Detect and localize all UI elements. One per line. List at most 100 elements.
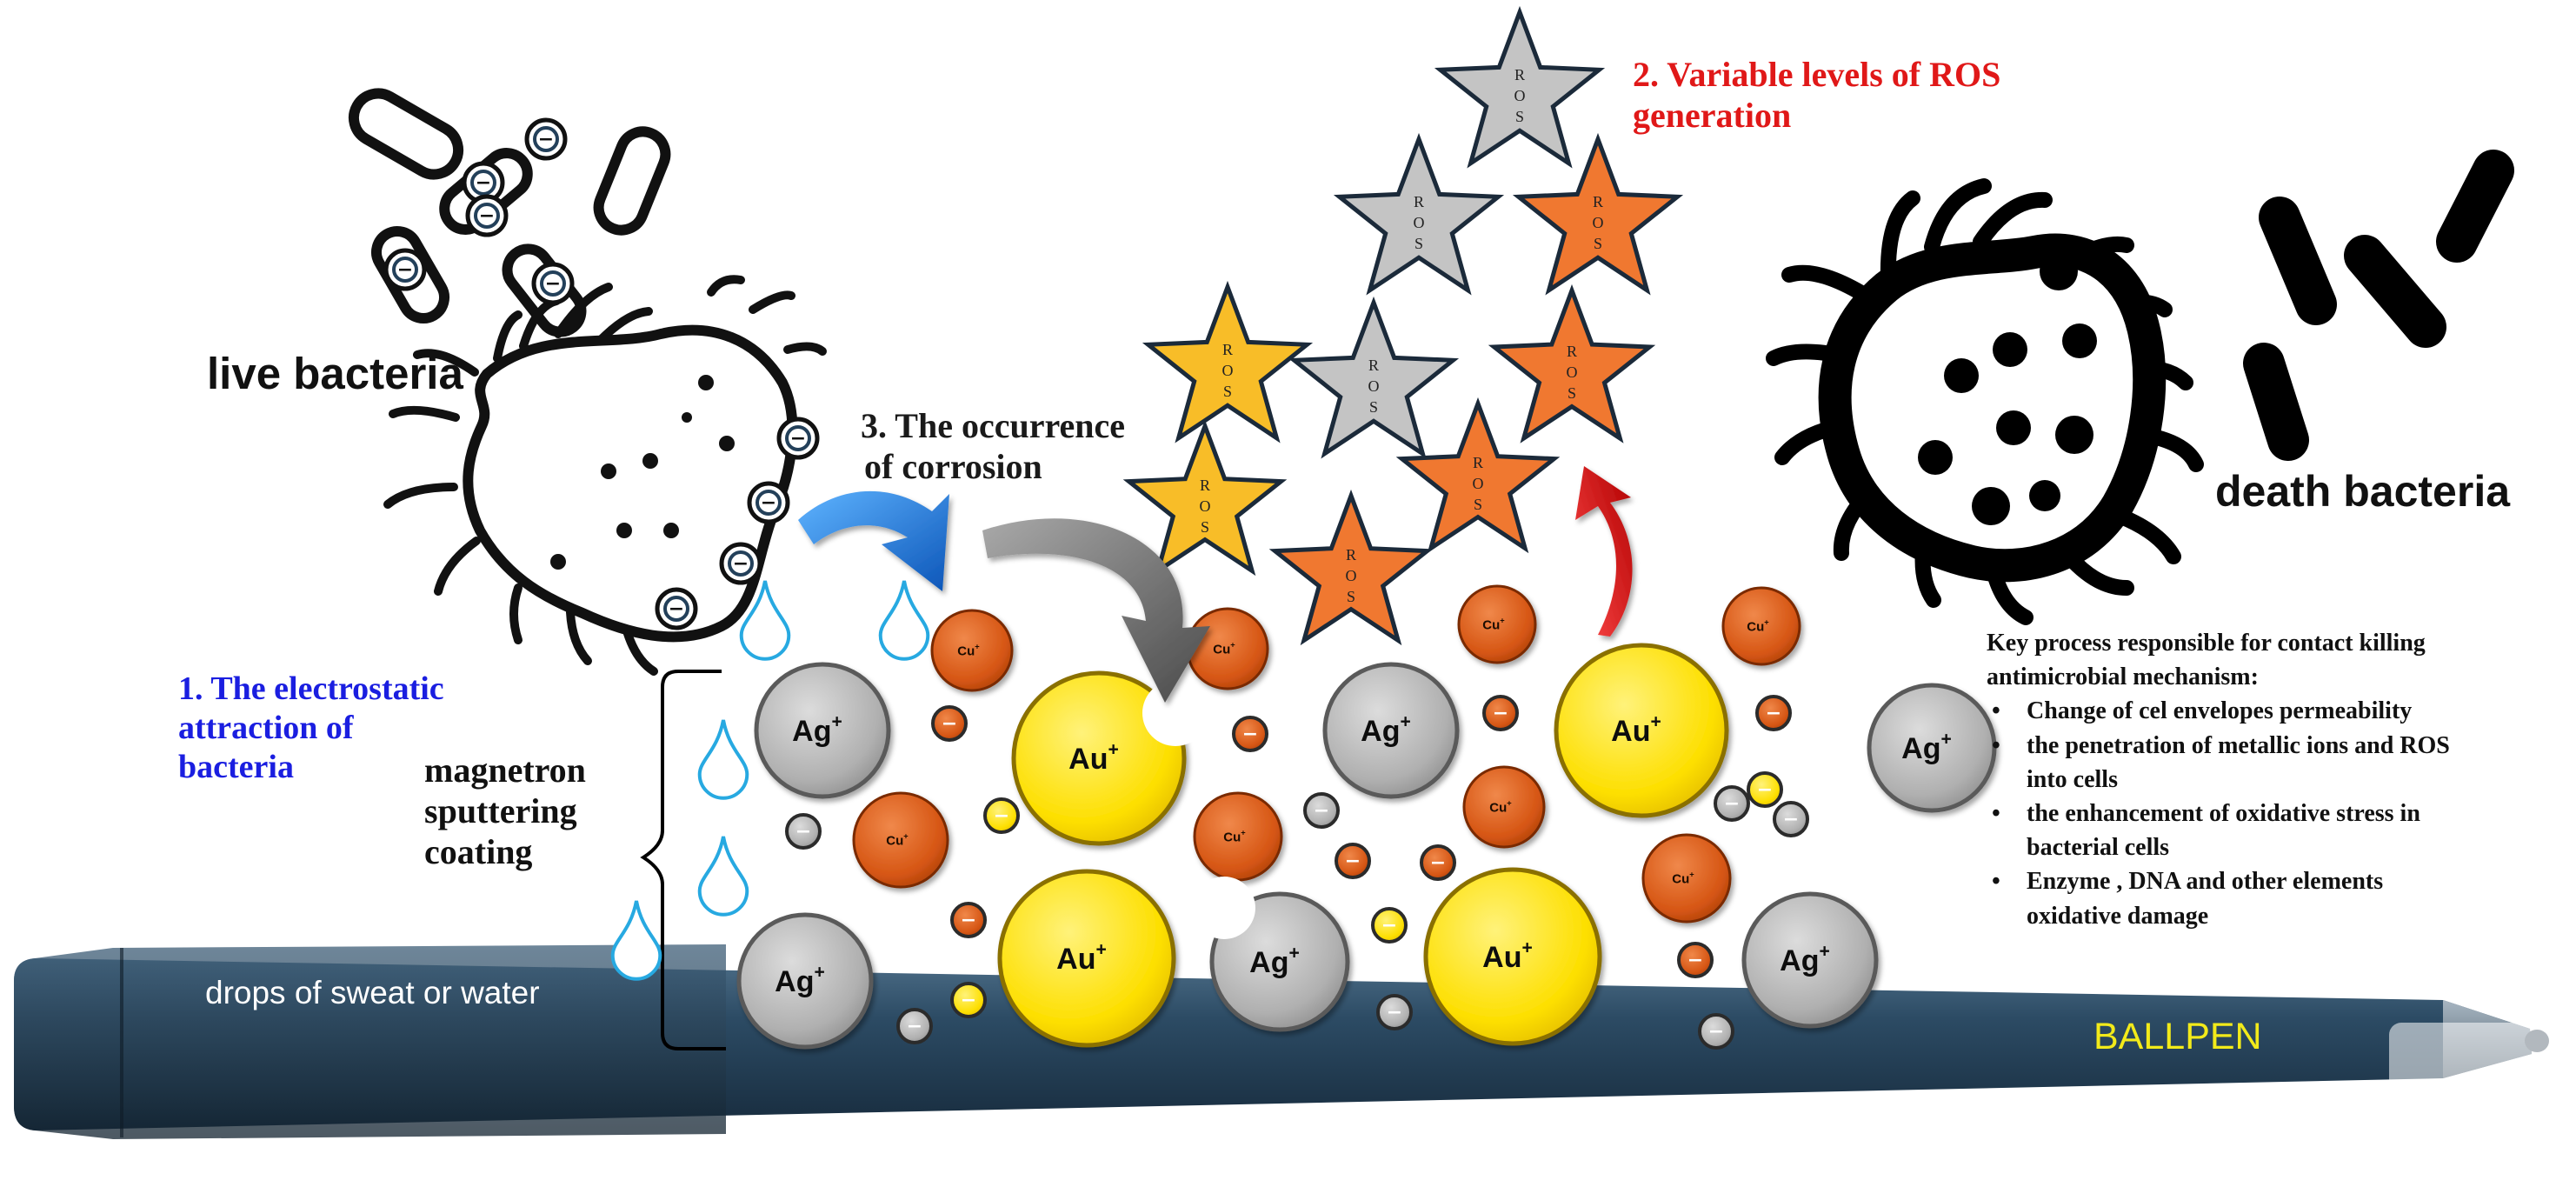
cu-ion: Cu+ <box>930 609 1014 692</box>
mechanism-item: Enzyme , DNA and other elements oxidative… <box>1987 864 2576 932</box>
death-bacteria-label: death bacteria <box>2215 467 2511 516</box>
water-drop-icon <box>739 580 791 661</box>
mechanism-item-line: Enzyme , DNA and other elements <box>2027 868 2384 896</box>
ros-letter: O <box>1222 362 1234 379</box>
ros-letter: O <box>1567 363 1578 381</box>
ros-letter: S <box>1594 235 1602 252</box>
negative-charge-label: − <box>994 805 1009 827</box>
drops-layer <box>610 580 930 981</box>
ballpen-icon <box>14 944 2576 1139</box>
step2-label: 2. Variable levels of ROS generation <box>1633 54 2000 136</box>
coating-line: sputtering <box>424 791 577 831</box>
negative-charge: − <box>1303 792 1340 829</box>
cu-ion-label: Cu+ <box>1482 617 1505 633</box>
ros-letter: S <box>1369 398 1378 416</box>
step1-line: attraction of <box>178 709 354 746</box>
negative-charge-label: − <box>1724 793 1740 815</box>
bacterium-surface-charges: −−−−−−−−− <box>383 117 820 630</box>
ros-letter: R <box>1473 454 1483 471</box>
ros-star-icon: ROS <box>1288 296 1460 459</box>
negative-charge: − <box>931 705 968 742</box>
negative-charge: − <box>1755 695 1792 731</box>
negative-charge: − <box>1371 907 1408 944</box>
negative-charge: − <box>1376 994 1413 1030</box>
ballpen-label: BALLPEN <box>2093 1016 2262 1057</box>
ros-star-icon: ROS <box>1395 397 1561 554</box>
ros-letter: O <box>1368 377 1380 395</box>
negative-charge-label: − <box>669 598 684 620</box>
corrosion-gap <box>1142 680 1208 746</box>
ros-letter: R <box>1567 343 1577 360</box>
cu-ion-label: Cu+ <box>1489 799 1512 816</box>
mechanism-item: the enhancement of oxidative stress inba… <box>1987 797 2576 864</box>
negative-charge-label: − <box>1783 809 1799 830</box>
negative-charge-label: − <box>1493 703 1508 724</box>
coating-line: magnetron <box>424 750 586 790</box>
negative-charge-label: − <box>1381 915 1397 937</box>
step1-line: 1. The electrostatic <box>178 670 444 707</box>
negative-charge: − <box>719 542 762 585</box>
ag-ion-label: Ag+ <box>775 963 825 998</box>
negative-charge: − <box>655 587 698 630</box>
mechanism-title-line: Key process responsible for contact kill… <box>1987 630 2426 657</box>
ros-letter: R <box>1346 546 1356 563</box>
negative-charge: − <box>1714 785 1750 822</box>
negative-charge-label: − <box>476 172 491 194</box>
ag-ion: Ag+ <box>736 912 874 1050</box>
cu-ion-label: Cu+ <box>886 832 909 849</box>
ros-letter: O <box>1473 475 1484 492</box>
ros-letter: R <box>1368 357 1379 374</box>
negative-charge: − <box>950 982 987 1018</box>
mechanism-item-line: oxidative damage <box>2027 902 2209 930</box>
ros-letter: R <box>1200 477 1210 494</box>
negative-charge: − <box>524 117 568 161</box>
mechanism-item-line: into cells <box>2027 765 2118 793</box>
negative-charge-label: − <box>545 273 561 295</box>
step2-line: generation <box>1633 96 1792 136</box>
mechanism-item-line: the enhancement of oxidative stress in <box>2027 799 2420 827</box>
negative-charge-label: − <box>795 821 811 843</box>
cu-ion-label: Cu+ <box>1747 618 1769 635</box>
negative-charge-label: − <box>1757 779 1773 801</box>
au-ion: Au+ <box>1011 670 1187 846</box>
ros-letter: R <box>1593 193 1603 210</box>
negative-charge-label: − <box>961 990 976 1011</box>
negative-charge-label: − <box>397 259 413 281</box>
ros-letter: O <box>1593 214 1604 231</box>
water-drop-icon <box>697 836 749 917</box>
au-ion: Au+ <box>997 869 1176 1048</box>
negative-charge-label: − <box>1766 703 1781 724</box>
cu-ion: Cu+ <box>1641 833 1732 924</box>
cu-ion: Cu+ <box>1721 586 1801 666</box>
ros-letter: R <box>1414 193 1424 210</box>
negative-charge-label: − <box>1708 1021 1724 1043</box>
mechanism-title-line: antimicrobial mechanism: <box>1987 664 2259 691</box>
ros-letter: S <box>1474 496 1482 513</box>
ros-letter: S <box>1223 383 1232 400</box>
negative-charge-label: − <box>538 129 554 150</box>
ros-letter: S <box>1347 588 1355 605</box>
step3-line: 3. The occurrence <box>861 406 1126 445</box>
ros-star-icon: ROS <box>1142 280 1314 443</box>
ros-letter: S <box>1515 108 1524 125</box>
negative-charge-label: − <box>1387 1002 1402 1024</box>
ros-star-icon: ROS <box>1512 132 1684 296</box>
negative-charge-label: − <box>1345 850 1361 872</box>
ag-ion: Ag+ <box>754 662 891 799</box>
negative-charge: − <box>1698 1013 1734 1050</box>
ros-letter: R <box>1222 341 1233 358</box>
step3-label: 3. The occurrence of corrosion <box>861 405 1125 487</box>
negative-charge: − <box>896 1008 933 1044</box>
dead-rod <box>2436 150 2514 263</box>
negative-charge-label: − <box>790 428 806 450</box>
rod-bacterium <box>593 126 671 236</box>
negative-charge-label: − <box>761 492 776 514</box>
mechanism-item: Change of cel envelopes permeability <box>1987 694 2576 728</box>
step1-label: 1. The electrostatic attraction of bacte… <box>178 670 444 786</box>
dead-bacterium-icon <box>1766 150 2514 625</box>
negative-charge-label: − <box>961 910 976 931</box>
water-drop-icon <box>610 900 662 981</box>
live-bacteria-label: live bacteria <box>207 349 463 398</box>
